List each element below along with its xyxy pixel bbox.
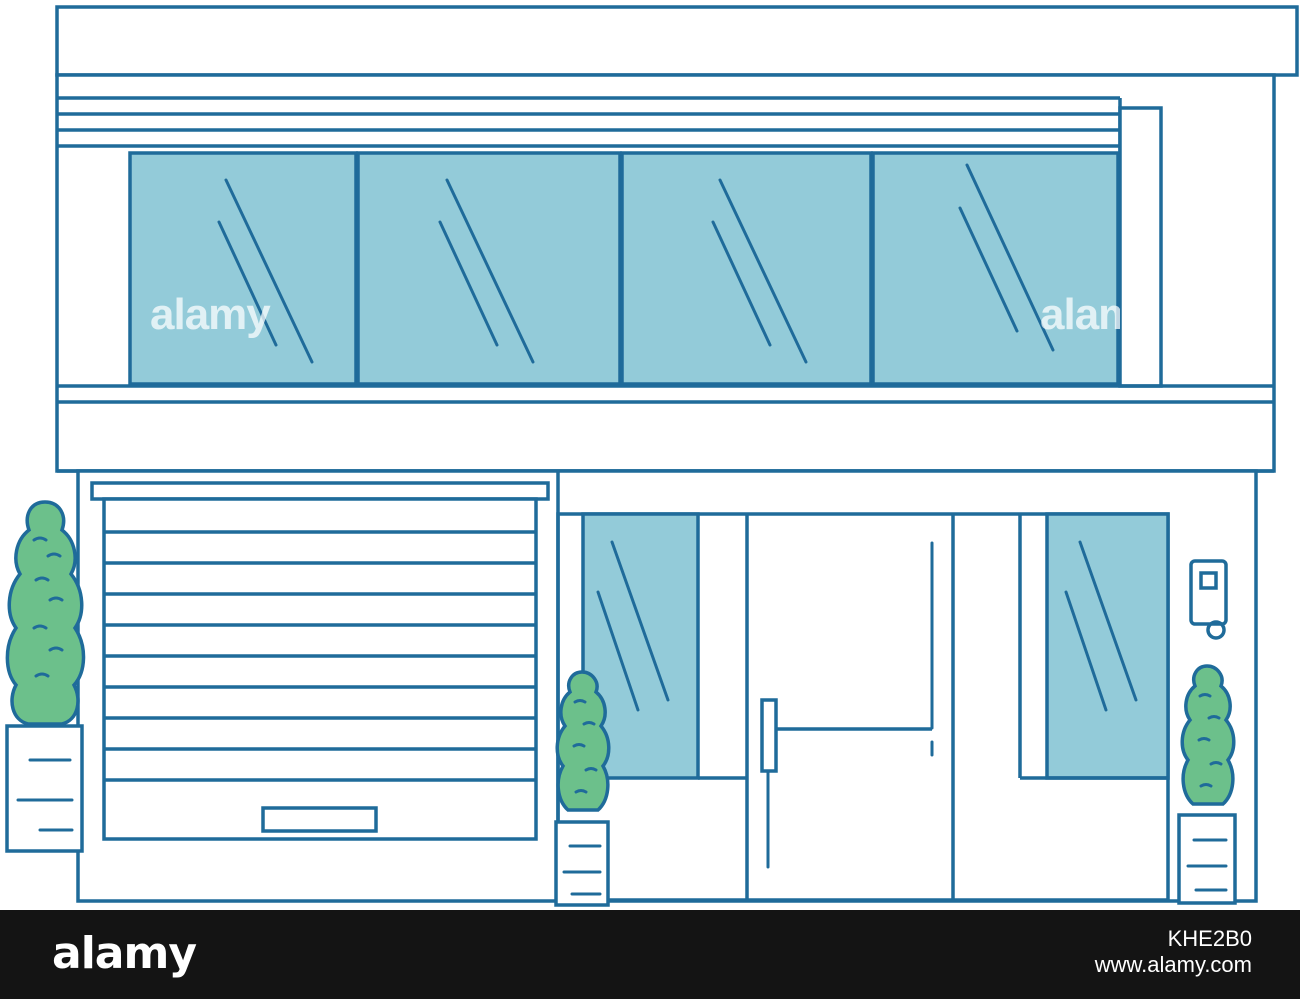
garage-handle: [261, 806, 378, 833]
wall-lamp-icon: [1189, 559, 1228, 640]
potted-tree-left: [5, 500, 86, 853]
door-handle: [760, 698, 778, 773]
upper-window-band: [128, 151, 1120, 386]
stock-footer-bar: alamy KHE2B0 www.alamy.com: [0, 910, 1300, 999]
site-url: www.alamy.com: [1094, 952, 1252, 977]
image-credit: KHE2B0 www.alamy.com: [1095, 926, 1252, 978]
entry-side-window-right: [1045, 512, 1170, 780]
potted-tree-right: [1177, 664, 1237, 905]
alamy-logo: alamy: [52, 928, 197, 979]
upper-window: [128, 151, 358, 386]
upper-window: [871, 151, 1120, 386]
roof-slab: [55, 5, 1299, 77]
upper-window: [620, 151, 873, 386]
garage-door: [90, 481, 550, 841]
front-door: [760, 541, 934, 869]
potted-tree-middle: [554, 670, 611, 907]
house-facade-icon: [5, 5, 1299, 907]
side-pillar: [1118, 106, 1163, 388]
image-id: KHE2B0: [1167, 926, 1252, 951]
